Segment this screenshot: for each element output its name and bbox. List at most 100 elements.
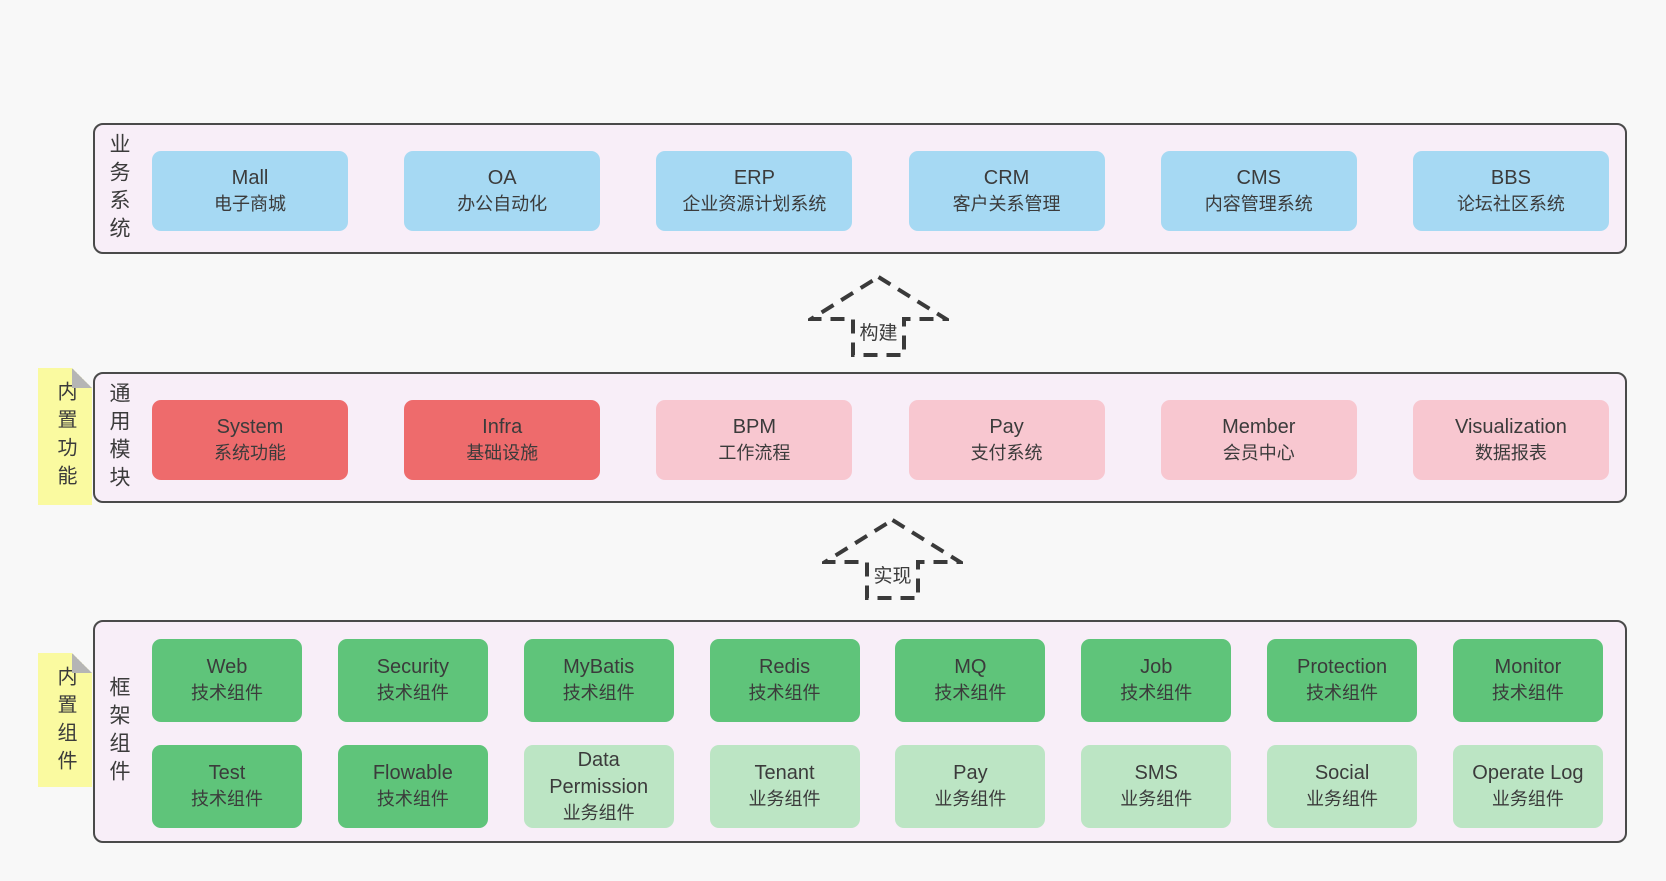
node-operate-log: Operate Log 业务组件 <box>1452 745 1603 828</box>
node-infra: Infra 基础设施 <box>404 400 601 480</box>
business-boxes-row: Mall 电子商城 OA 办公自动化 ERP 企业资源计划系统 CRM 客户关系… <box>152 151 1609 231</box>
node-job-desc: 技术组件 <box>1120 683 1193 704</box>
node-visualization-name: Visualization <box>1454 415 1567 438</box>
node-infra-name: Infra <box>482 415 523 438</box>
node-security: Security 技术组件 <box>337 639 488 722</box>
build-arrow-label: 构建 <box>858 318 899 345</box>
components-layer-panel: 框架组件 Web 技术组件 Security 技术组件 MyBatis 技术组件… <box>93 620 1627 843</box>
node-cms: CMS 内容管理系统 <box>1160 151 1357 231</box>
node-erp: ERP 企业资源计划系统 <box>656 151 853 231</box>
node-job: Job 技术组件 <box>1081 639 1232 722</box>
node-bbs: BBS 论坛社区系统 <box>1412 151 1609 231</box>
builtin-features-note: 内置功能 <box>38 368 92 505</box>
node-sms-name: SMS <box>1134 762 1178 785</box>
builtin-components-note-text: 内置组件 <box>54 666 76 778</box>
node-cms-name: CMS <box>1236 166 1281 189</box>
node-sms: SMS 业务组件 <box>1081 745 1232 828</box>
node-bbs-name: BBS <box>1490 166 1531 189</box>
node-system-desc: 系统功能 <box>214 442 286 463</box>
node-crm-desc: 客户关系管理 <box>952 193 1061 214</box>
node-system-name: System <box>216 415 284 438</box>
modules-layer-label: 通用模块 <box>107 381 130 494</box>
node-member-desc: 会员中心 <box>1222 442 1295 463</box>
node-test-desc: 技术组件 <box>191 789 263 810</box>
node-crm: CRM 客户关系管理 <box>908 151 1105 231</box>
node-protection-name: Protection <box>1297 656 1388 679</box>
node-mall: Mall 电子商城 <box>152 151 348 231</box>
up-arrow-icon <box>808 274 949 357</box>
node-mybatis-name: MyBatis <box>563 656 635 679</box>
node-pay-biz-desc: 业务组件 <box>934 789 1007 810</box>
node-visualization-desc: 数据报表 <box>1474 442 1547 463</box>
node-flowable-name: Flowable <box>372 762 453 785</box>
builtin-features-note-text: 内置功能 <box>54 381 76 493</box>
node-web-desc: 技术组件 <box>191 683 263 704</box>
node-oa-name: OA <box>487 166 517 189</box>
node-mq: MQ 技术组件 <box>895 639 1046 722</box>
node-monitor-name: Monitor <box>1494 656 1562 679</box>
node-operate-log-name: Operate Log <box>1472 762 1584 785</box>
node-system: System 系统功能 <box>152 400 348 480</box>
node-web: Web 技术组件 <box>152 639 302 722</box>
node-pay: Pay 支付系统 <box>908 400 1105 480</box>
node-oa: OA 办公自动化 <box>404 151 601 231</box>
node-tenant-name: Tenant <box>754 762 815 785</box>
node-redis-desc: 技术组件 <box>748 683 821 704</box>
node-operate-log-desc: 业务组件 <box>1491 789 1564 810</box>
node-data-permission: Data Permission 业务组件 <box>523 745 674 828</box>
node-pay-biz: Pay 业务组件 <box>895 745 1046 828</box>
node-data-permission-name: Data Permission <box>549 748 649 798</box>
up-arrow-icon <box>822 517 963 600</box>
node-bpm-name: BPM <box>732 415 777 438</box>
node-test: Test 技术组件 <box>152 745 302 828</box>
modules-boxes-row: System 系统功能 Infra 基础设施 BPM 工作流程 Pay 支付系统… <box>152 400 1609 480</box>
node-social-name: Social <box>1314 762 1370 785</box>
node-social-desc: 业务组件 <box>1306 789 1379 810</box>
node-monitor-desc: 技术组件 <box>1491 683 1564 704</box>
components-row-1: Web 技术组件 Security 技术组件 MyBatis 技术组件 Redi… <box>152 639 1603 722</box>
components-layer-label: 框架组件 <box>107 675 130 788</box>
node-protection: Protection 技术组件 <box>1267 639 1418 722</box>
builtin-components-note: 内置组件 <box>38 653 92 787</box>
node-mybatis-desc: 技术组件 <box>562 683 635 704</box>
node-sms-desc: 业务组件 <box>1120 789 1193 810</box>
node-cms-desc: 内容管理系统 <box>1204 193 1313 214</box>
node-redis: Redis 技术组件 <box>709 639 860 722</box>
components-row-2: Test 技术组件 Flowable 技术组件 Data Permission … <box>152 745 1603 828</box>
build-arrow: 构建 <box>808 274 949 358</box>
node-crm-name: CRM <box>983 166 1030 189</box>
node-bpm-desc: 工作流程 <box>718 442 791 463</box>
node-flowable: Flowable 技术组件 <box>337 745 488 828</box>
modules-layer-panel: 通用模块 System 系统功能 Infra 基础设施 BPM 工作流程 Pay… <box>93 372 1627 503</box>
node-protection-desc: 技术组件 <box>1306 683 1379 704</box>
node-social: Social 业务组件 <box>1267 745 1418 828</box>
node-monitor: Monitor 技术组件 <box>1452 639 1603 722</box>
node-erp-desc: 企业资源计划系统 <box>682 193 827 214</box>
node-mq-name: MQ <box>954 656 987 679</box>
node-web-name: Web <box>206 656 248 679</box>
implement-arrow-label: 实现 <box>872 561 913 588</box>
node-tenant: Tenant 业务组件 <box>709 745 860 828</box>
node-oa-desc: 办公自动化 <box>457 193 548 214</box>
node-member-name: Member <box>1222 415 1296 438</box>
node-pay-desc: 支付系统 <box>970 442 1043 463</box>
implement-arrow: 实现 <box>822 517 963 601</box>
node-pay-biz-name: Pay <box>953 762 988 785</box>
node-security-desc: 技术组件 <box>376 683 449 704</box>
node-mq-desc: 技术组件 <box>934 683 1007 704</box>
node-infra-desc: 基础设施 <box>466 442 539 463</box>
node-redis-name: Redis <box>758 656 811 679</box>
node-flowable-desc: 技术组件 <box>376 789 449 810</box>
node-mall-desc: 电子商城 <box>214 193 286 214</box>
node-bbs-desc: 论坛社区系统 <box>1456 193 1565 214</box>
business-layer-label: 业务系统 <box>107 132 130 245</box>
node-job-name: Job <box>1140 656 1173 679</box>
node-mall-name: Mall <box>231 166 269 189</box>
node-test-name: Test <box>208 762 246 785</box>
node-member: Member 会员中心 <box>1160 400 1357 480</box>
node-security-name: Security <box>376 656 449 679</box>
node-mybatis: MyBatis 技术组件 <box>523 639 674 722</box>
node-pay-name: Pay <box>989 415 1024 438</box>
node-visualization: Visualization 数据报表 <box>1412 400 1609 480</box>
